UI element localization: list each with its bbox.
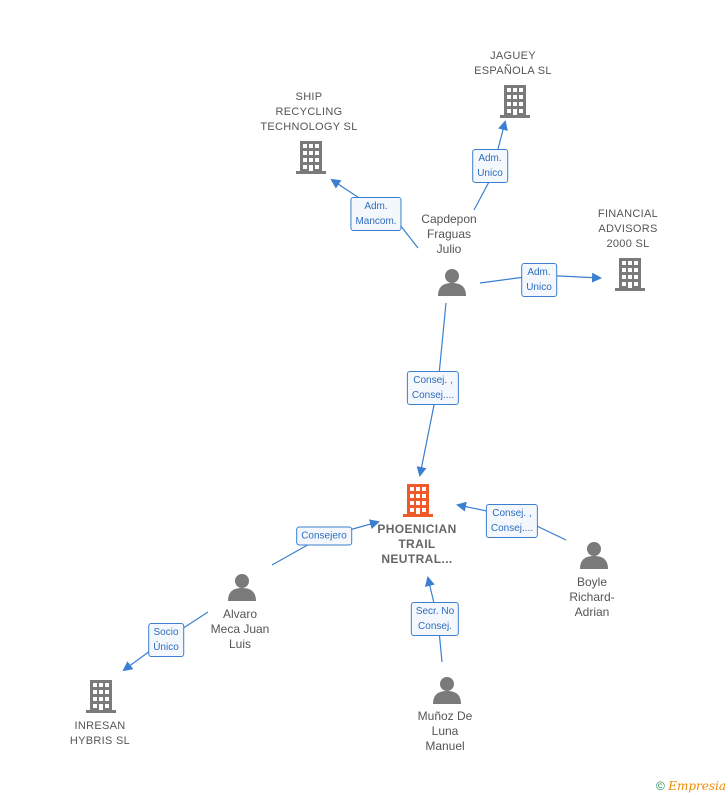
munoz-person-icon[interactable] (433, 677, 461, 704)
node-label-boyle[interactable]: Boyle Richard- Adrian (569, 575, 615, 619)
node-label-financial[interactable]: FINANCIAL ADVISORS 2000 SL (597, 208, 659, 250)
inresan-building-icon[interactable] (86, 680, 116, 713)
edge-label-alvaro-inresan[interactable]: Socio Único (148, 623, 184, 657)
node-label-jaguey[interactable]: JAGUEY ESPAÑOLA SL (474, 50, 552, 77)
alvaro-person-icon[interactable] (228, 574, 256, 601)
copyright-icon: © (656, 779, 665, 793)
jaguey-building-icon[interactable] (500, 85, 530, 118)
node-label-inresan[interactable]: INRESAN HYBRIS SL (69, 720, 131, 747)
node-label-phoenician[interactable]: PHOENICIAN TRAIL NEUTRAL... (377, 522, 457, 566)
edge-label-boyle-phoenician[interactable]: Consej. , Consej.... (485, 504, 539, 538)
edge-label-capdepon-financial[interactable]: Adm. Unico (521, 263, 557, 297)
capdepon-person-icon[interactable] (438, 269, 466, 296)
financial-building-icon[interactable] (615, 258, 645, 291)
brand-logo: Empresia (668, 779, 726, 793)
phoenician-building-icon[interactable] (403, 484, 433, 517)
edge-label-capdepon-jaguey[interactable]: Adm. Unico (472, 149, 508, 183)
edge-label-capdepon-ship[interactable]: Adm. Mancom. (350, 197, 402, 231)
node-label-munoz[interactable]: Muñoz De Luna Manuel (417, 709, 473, 753)
edge-label-alvaro-phoenician[interactable]: Consejero (296, 526, 352, 546)
ship-building-icon[interactable] (296, 141, 326, 174)
footer-brand: © Empresia (656, 779, 726, 793)
edge-label-munoz-phoenician[interactable]: Secr. No Consej. (410, 602, 460, 636)
node-label-capdepon[interactable]: Capdepon Fraguas Julio (421, 212, 477, 256)
node-label-ship[interactable]: SHIP RECYCLING TECHNOLOGY SL (260, 91, 358, 133)
edge-label-capdepon-phoenician[interactable]: Consej. , Consej.... (406, 371, 460, 405)
boyle-person-icon[interactable] (580, 542, 608, 569)
node-label-alvaro[interactable]: Alvaro Meca Juan Luis (210, 607, 270, 651)
